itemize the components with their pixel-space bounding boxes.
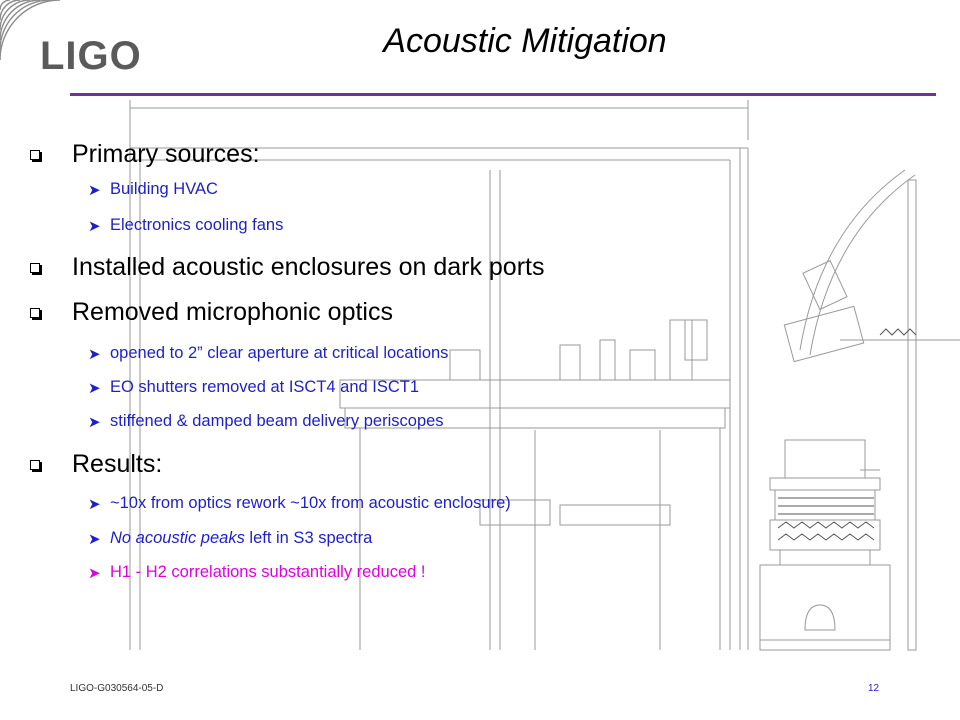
title-divider bbox=[70, 93, 936, 96]
page-number: 12 bbox=[868, 683, 880, 694]
arrow-bullet-icon: ➤ bbox=[88, 564, 101, 582]
square-bullet-icon bbox=[30, 262, 40, 273]
sub-bullet-cooling-fans: ➤ Electronics cooling fans bbox=[88, 216, 284, 235]
arrow-bullet-icon: ➤ bbox=[88, 379, 101, 397]
sub-bullet-no-acoustic-peaks: ➤ No acoustic peaks left in S3 spectra bbox=[88, 529, 373, 548]
arrow-bullet-icon: ➤ bbox=[88, 217, 101, 235]
bullet-results: Results: bbox=[30, 450, 162, 479]
sub-bullet-clear-aperture: ➤ opened to 2” clear aperture at critica… bbox=[88, 344, 449, 363]
sub-bullet-periscopes: ➤ stiffened & damped beam delivery peris… bbox=[88, 412, 444, 431]
sub-bullet-h1-h2-correlations: ➤ H1 - H2 correlations substantially red… bbox=[88, 563, 426, 582]
square-bullet-icon bbox=[30, 307, 40, 318]
arrow-bullet-icon: ➤ bbox=[88, 530, 101, 548]
sub-bullet-eo-shutters: ➤ EO shutters removed at ISCT4 and ISCT1 bbox=[88, 378, 420, 397]
arrow-bullet-icon: ➤ bbox=[88, 345, 101, 363]
bullet-acoustic-enclosures: Installed acoustic enclosures on dark po… bbox=[30, 253, 544, 282]
square-bullet-icon bbox=[30, 149, 40, 160]
slide-title: Acoustic Mitigation bbox=[383, 22, 667, 60]
arrow-bullet-icon: ➤ bbox=[88, 181, 101, 199]
sub-bullet-10x-reduction: ➤ ~10x from optics rework ~10x from acou… bbox=[88, 494, 511, 513]
document-id: LIGO-G030564-05-D bbox=[70, 683, 164, 694]
sub-bullet-building-hvac: ➤ Building HVAC bbox=[88, 180, 218, 199]
bullet-primary-sources: Primary sources: bbox=[30, 140, 260, 169]
square-bullet-icon bbox=[30, 459, 40, 470]
arrow-bullet-icon: ➤ bbox=[88, 495, 101, 513]
ligo-logo: LIGO bbox=[40, 34, 142, 78]
bullet-microphonic-optics: Removed microphonic optics bbox=[30, 298, 393, 327]
ligo-logo-rings-icon bbox=[0, 0, 61, 61]
arrow-bullet-icon: ➤ bbox=[88, 413, 101, 431]
